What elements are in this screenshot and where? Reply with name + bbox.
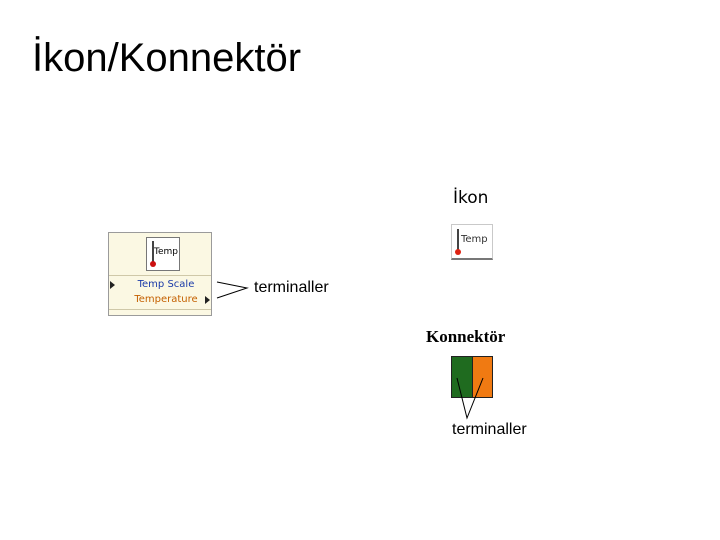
connector-heading: Konnektör: [426, 327, 506, 346]
pointer-line-left-terminals: [216, 281, 249, 299]
thermometer-icon: [455, 229, 461, 257]
output-arrow-icon: [205, 296, 210, 304]
subvi-block: Temp Temp Scale Temperature: [108, 232, 212, 316]
terminal-label: Temp Scale: [137, 279, 195, 290]
terminal-row-temp-scale[interactable]: Temp Scale: [109, 278, 211, 292]
divider: [109, 309, 211, 310]
thermometer-icon: [150, 241, 156, 269]
divider: [109, 275, 211, 276]
icon-heading: İkon: [453, 188, 489, 208]
input-arrow-icon: [110, 281, 115, 289]
connector-terminal-output[interactable]: [473, 357, 492, 397]
terminal-row-temperature[interactable]: Temperature: [109, 293, 211, 307]
vi-icon-example: Temp: [451, 224, 493, 260]
terminal-label: Temperature: [134, 294, 198, 305]
terminals-label-right: terminaller: [452, 421, 527, 438]
connector-pane: [451, 356, 493, 398]
slide-title: İkon/Konnektör: [32, 36, 302, 80]
terminals-label-left: terminaller: [254, 279, 329, 296]
subvi-icon: Temp: [146, 237, 180, 271]
connector-terminal-input[interactable]: [452, 357, 473, 397]
subvi-icon-text: Temp: [154, 247, 178, 257]
vi-icon-text: Temp: [461, 234, 488, 245]
